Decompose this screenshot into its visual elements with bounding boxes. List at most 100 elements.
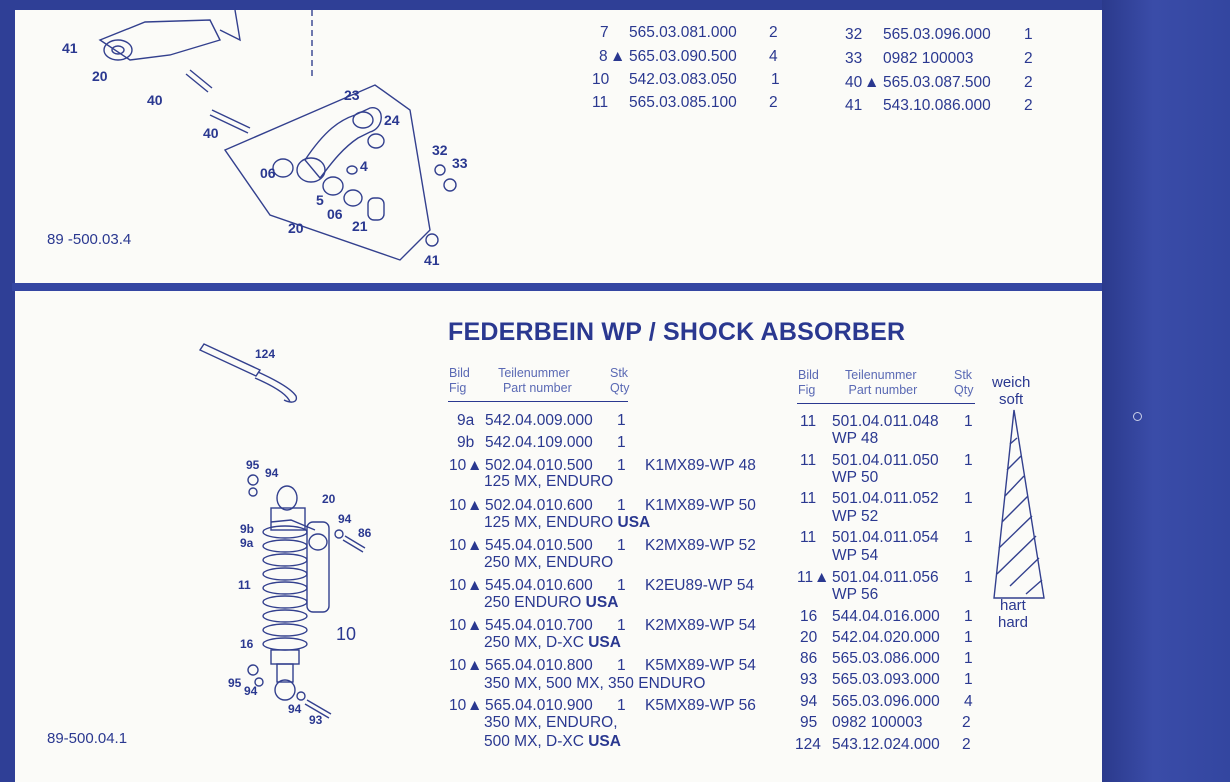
spring-rate: WP 50 (832, 469, 879, 486)
soft-label-de: weich (992, 374, 1031, 391)
fig-number: 9a (457, 412, 475, 429)
fig-number: 10 (449, 577, 467, 594)
callout-5: 5 (316, 192, 324, 208)
qty: 1 (964, 608, 973, 625)
fig-number: 124 (795, 736, 821, 753)
change-marker: ▲ (467, 697, 483, 714)
part-number: 565.03.085.100 (629, 94, 737, 111)
qty: 2 (962, 736, 971, 753)
binding-hole (1133, 412, 1142, 421)
model-desc: 350 MX, 500 MX, 350 ENDURO (484, 675, 706, 692)
change-marker: ▲ (814, 569, 830, 586)
fig-number: 95 (800, 714, 818, 731)
qty: 4 (964, 693, 973, 710)
figure-ref-bottom: 89-500.04.1 (47, 730, 128, 747)
fig-number: 10 (449, 457, 467, 474)
callout-21: 21 (352, 218, 368, 234)
fig-number: 11 (800, 490, 817, 507)
part-number: 543.12.024.000 (832, 736, 940, 753)
fig-number: 16 (800, 608, 818, 625)
fig-number: 9b (457, 434, 475, 451)
big-callout-10: 10 (336, 624, 357, 644)
book-cover-edge (1102, 0, 1230, 782)
catalog-page (12, 10, 1105, 782)
part-number: 544.04.016.000 (832, 608, 940, 625)
qty: 1 (964, 452, 973, 469)
shock-absorber-diagram (247, 474, 366, 719)
fig-number: 11 (797, 569, 814, 586)
change-marker: ▲ (467, 577, 483, 594)
strap-diagram (198, 343, 298, 403)
change-marker: ▲ (467, 537, 483, 554)
fig-number: 10 (449, 617, 467, 634)
model-code: K2MX89-WP 54 (645, 617, 756, 634)
model-code: K5MX89-WP 54 (645, 657, 756, 674)
part-number: 565.03.087.500 (883, 74, 991, 91)
qty: 1 (617, 577, 626, 594)
callout-41: 41 (424, 252, 440, 268)
part-number: 565.03.093.000 (832, 671, 940, 688)
qty: 1 (964, 490, 973, 507)
fig-number: 40 (845, 74, 863, 91)
change-marker: ▲ (467, 617, 483, 634)
model-desc: 250 ENDURO USA (484, 594, 619, 611)
callout-33: 33 (452, 155, 468, 171)
part-number: 501.04.011.052 (832, 490, 939, 507)
header-rule (448, 401, 628, 402)
qty: 1 (617, 657, 626, 674)
qty: 1 (617, 697, 626, 714)
model-desc: 125 MX, ENDURO USA (484, 514, 651, 531)
part-number: 501.04.011.050 (832, 452, 939, 469)
part-number: 565.04.010.900 (485, 697, 593, 714)
part-number: 565.03.081.000 (629, 24, 737, 41)
callout-40: 40 (203, 125, 219, 141)
callout-41: 41 (62, 40, 78, 56)
part-number: 542.04.109.000 (485, 434, 593, 451)
callout-9b: 9b (240, 522, 255, 536)
part-number: 502.04.010.500 (485, 457, 593, 474)
fig-number: 11 (592, 94, 609, 111)
qty: 2 (1024, 50, 1033, 67)
qty: 1 (964, 569, 973, 586)
callout-24: 24 (384, 112, 400, 128)
change-marker: ▲ (864, 74, 880, 91)
part-number: 565.03.090.500 (629, 48, 737, 65)
fig-number: 86 (800, 650, 818, 667)
fig-number: 10 (449, 497, 467, 514)
callout-16: 16 (240, 637, 254, 651)
qty: 2 (769, 94, 778, 111)
qty: 1 (964, 529, 973, 546)
part-number: 0982 100003 (883, 50, 974, 67)
hardness-wedge-diagram (993, 409, 1045, 599)
model-code: K5MX89-WP 56 (645, 697, 756, 714)
part-number: 502.04.010.600 (485, 497, 593, 514)
model-desc: 350 MX, ENDURO, (484, 714, 618, 731)
part-number: 565.04.010.800 (485, 657, 593, 674)
qty: 2 (1024, 97, 1033, 114)
callout-94: 94 (288, 702, 302, 716)
qty: 2 (769, 24, 778, 41)
fig-number: 11 (800, 529, 817, 546)
qty: 1 (617, 497, 626, 514)
callout-9a: 9a (240, 536, 254, 550)
fig-number: 10 (449, 537, 467, 554)
model-desc: 125 MX, ENDURO (484, 473, 614, 490)
qty: 4 (769, 48, 778, 65)
spring-rate: WP 56 (832, 586, 879, 603)
model-code: K1MX89-WP 48 (645, 457, 756, 474)
callout-06: 06 (260, 165, 276, 181)
qty: 2 (962, 714, 971, 731)
fig-number: 33 (845, 50, 863, 67)
part-number: 545.04.010.700 (485, 617, 593, 634)
fig-number: 41 (845, 97, 863, 114)
fig-number: 10 (592, 71, 610, 88)
spring-rate: WP 52 (832, 508, 879, 525)
qty: 1 (617, 412, 626, 429)
header-part: Teilenummer Part number (845, 368, 918, 397)
qty: 1 (617, 457, 626, 474)
callout-95: 95 (228, 676, 242, 690)
fig-number: 11 (800, 452, 817, 469)
part-number: 542.03.083.050 (629, 71, 737, 88)
